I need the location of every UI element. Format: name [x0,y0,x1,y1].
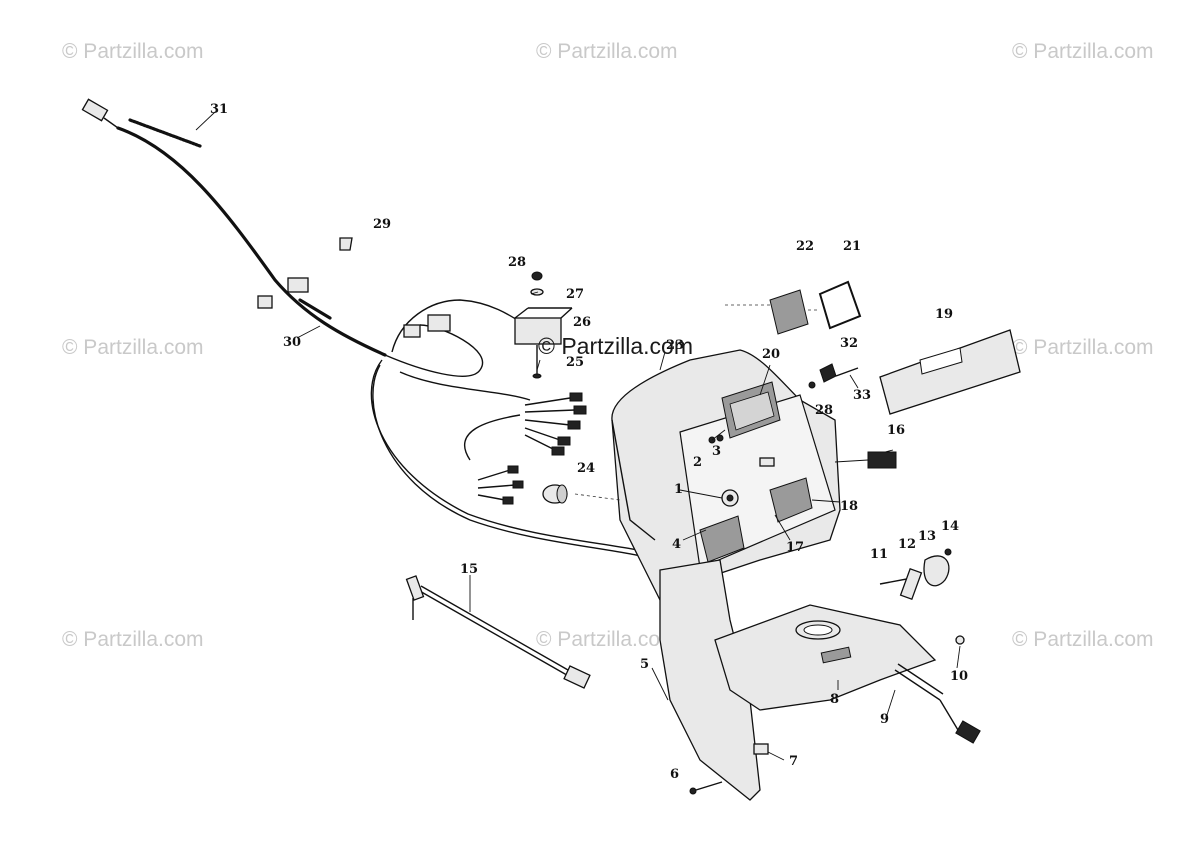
callout-2: 2 [693,455,702,470]
emblem-22 [769,289,809,335]
callout-19: 19 [935,307,953,322]
callout-3: 3 [712,444,721,459]
console-body-5 [659,559,761,801]
callout-16: 16 [887,423,905,438]
cable-15-illustration [405,575,591,689]
callout-23: 23 [666,338,684,353]
leader-lines [195,111,961,761]
callout-15: 15 [460,562,478,577]
wire-31 [128,118,202,148]
wire-terminal-bundle [524,392,587,456]
watermark-middle-left: © Partzilla.com [62,336,204,359]
clip-29 [339,237,353,251]
callout-28-upper: 28 [508,255,526,270]
watermark-bottom-center: © Partzilla.com [536,628,678,651]
watermark-layer: © Partzilla.com © Partzilla.com © Partzi… [62,40,1154,651]
callout-5: 5 [640,657,649,672]
watermark-top-center: © Partzilla.com [536,40,678,63]
callout-4: 4 [672,537,681,552]
callout-11: 11 [870,547,888,562]
callout-18: 18 [840,499,858,514]
callout-20: 20 [762,347,780,362]
instrument-17 [699,515,745,563]
callout-12: 12 [898,537,916,552]
watermark-top-right: © Partzilla.com [1012,40,1154,63]
long-lead-wire [372,364,666,563]
callout-1: 1 [674,482,683,497]
watermark-bottom-left: © Partzilla.com [62,628,204,651]
main-cable [116,126,387,357]
callout-8: 8 [830,692,839,707]
instrument-18 [769,477,813,523]
callout-22: 22 [796,239,814,254]
watermark-bottom-right: © Partzilla.com [1012,628,1154,651]
watermark-center: © Partzilla.com [538,333,693,359]
cable-clamp [257,295,273,309]
callout-31: 31 [210,102,228,117]
callout-30: 30 [283,335,301,350]
wire-terminal-bundle-lower [477,465,524,505]
callout-33: 33 [853,388,871,403]
callout-17: 17 [786,540,804,555]
watermark-middle-right: © Partzilla.com [1012,336,1154,359]
plate-19 [879,329,1021,415]
regulator-26 [514,317,562,345]
callout-labels: 1 2 3 4 5 6 7 8 9 10 11 12 13 14 15 16 1… [210,102,968,782]
callout-26: 26 [573,315,591,330]
harness-connector-mid [427,314,451,332]
callout-27: 27 [566,287,584,302]
callout-21: 21 [843,239,861,254]
callout-10: 10 [950,669,968,684]
right-parts-illustration [542,280,1021,795]
switch-16 [867,451,897,469]
callout-32: 32 [840,336,858,351]
watermark-top-left: © Partzilla.com [62,40,204,63]
harness-connector-top [81,98,109,122]
callout-24: 24 [577,461,595,476]
callout-14: 14 [941,519,959,534]
callout-7: 7 [789,754,798,769]
hinge-13 [923,555,950,587]
callout-9: 9 [880,712,889,727]
nut-28-upper [531,271,543,281]
wiring-harness-illustration [81,98,666,563]
callout-13: 13 [918,529,936,544]
callout-29: 29 [373,217,391,232]
callout-28-lower: 28 [815,403,833,418]
callout-25: 25 [566,355,584,370]
console-housing-illustration [611,349,981,801]
callout-6: 6 [670,767,679,782]
